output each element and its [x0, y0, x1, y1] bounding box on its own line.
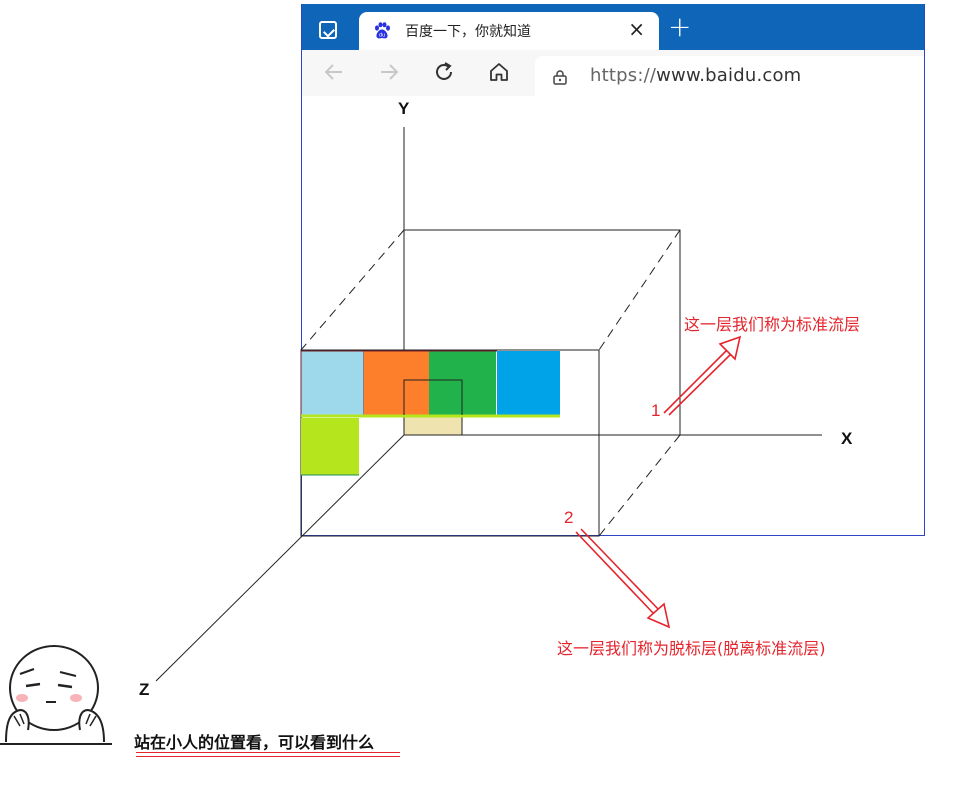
question-text: 站在小人的位置看，可以看到什么 [134, 733, 375, 752]
refresh-icon[interactable] [433, 61, 455, 83]
lock-icon[interactable] [553, 69, 567, 85]
tab-close-icon[interactable]: × [628, 17, 645, 41]
new-tab-icon[interactable]: + [668, 10, 692, 43]
address-url[interactable]: https://www.baidu.com [590, 65, 801, 86]
floated-box-blue [497, 351, 560, 415]
url-host: www.baidu.com [656, 65, 802, 86]
tab-actions-icon[interactable] [319, 21, 337, 39]
tab-bar: du 百度一下，你就知道 × + [302, 4, 924, 50]
dashed-edge [598, 434, 681, 537]
tab-title: 百度一下，你就知道 [405, 24, 531, 40]
annotation-float-layer: 这一层我们称为脱标层(脱离标准流层) [557, 639, 826, 658]
question-underline [136, 756, 400, 757]
back-arrow-icon[interactable] [323, 61, 345, 83]
arrow-1 [663, 335, 742, 416]
z-axis-label: Z [139, 680, 150, 699]
home-icon[interactable] [488, 61, 510, 83]
floated-box-lime [301, 418, 359, 475]
baidu-paw-icon: du [375, 22, 390, 39]
arrow-2 [575, 528, 671, 629]
url-scheme: https:// [590, 65, 657, 86]
annotation-number-1: 1 [651, 401, 661, 420]
hidden-box-outline [403, 379, 463, 415]
browser-tab[interactable]: du 百度一下，你就知道 × [359, 12, 659, 50]
forward-arrow-icon[interactable] [378, 61, 400, 83]
question-underline [136, 752, 400, 753]
x-axis-label: X [841, 429, 853, 448]
browser-window: du 百度一下，你就知道 × + https://www.baidu.com [301, 4, 925, 536]
z-axis-line [155, 434, 405, 682]
annotation-standard-flow-layer: 这一层我们称为标准流层 [684, 315, 861, 334]
floated-box-light-blue [300, 350, 365, 416]
dashed-edge [598, 229, 681, 351]
dashed-edge [300, 229, 405, 351]
thinking-person-icon [0, 644, 112, 748]
browser-toolbar: https://www.baidu.com [302, 50, 924, 96]
y-axis-label: Y [398, 99, 410, 118]
address-bar[interactable]: https://www.baidu.com [535, 56, 924, 96]
svg-text:du: du [379, 33, 385, 39]
annotation-number-2: 2 [564, 508, 574, 527]
floated-box-orange [364, 351, 429, 415]
